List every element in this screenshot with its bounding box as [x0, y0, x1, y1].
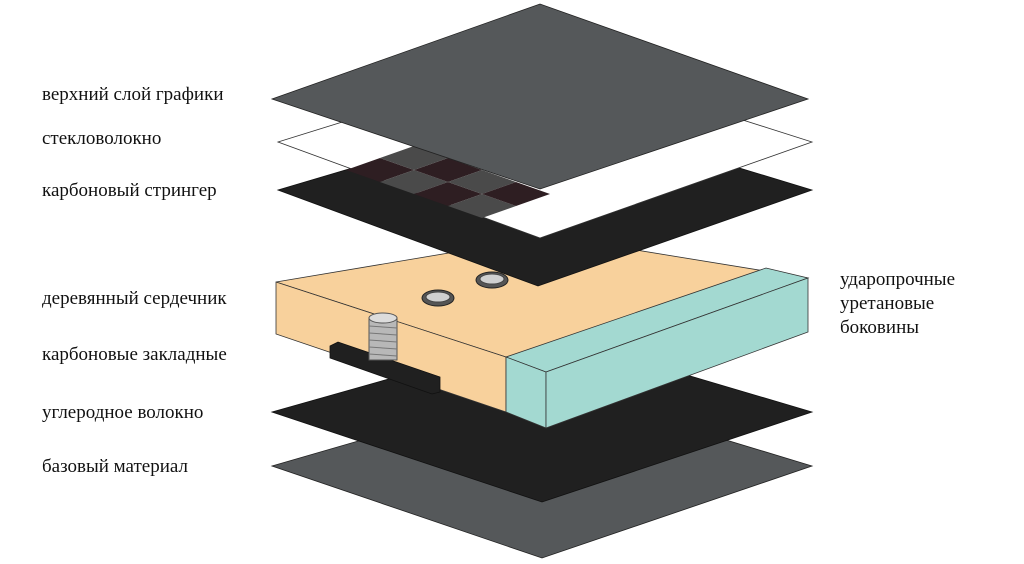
sidewall-side	[545, 277, 809, 429]
top-graphics-layer	[270, 3, 810, 190]
label-top-graphics: верхний слой графики	[42, 84, 224, 105]
label-sidewalls-line-1: ударопрочные	[840, 269, 956, 290]
carbon-checker-pattern	[346, 146, 550, 218]
insert-hole-2	[421, 289, 455, 307]
label-sidewalls-line-2: уретановые	[840, 293, 935, 314]
threaded-insert	[368, 312, 398, 361]
label-base-material: базовый материал	[42, 456, 188, 477]
label-wood-core: деревянный сердечник	[42, 288, 227, 309]
wood-core-block	[275, 235, 810, 429]
label-sidewalls: ударопрочные уретановые боковины	[840, 268, 955, 340]
label-carbon-inserts: карбоновые закладные	[42, 344, 227, 365]
carbon-insert-plate	[329, 341, 441, 395]
label-fiberglass: стекловолокно	[42, 128, 162, 149]
label-sidewalls-line-3: боковины	[840, 317, 920, 338]
label-carbon-stringer: карбоновый стрингер	[42, 180, 217, 201]
label-carbon-fiber: углеродное волокно	[42, 402, 204, 423]
insert-hole-1	[475, 271, 509, 289]
